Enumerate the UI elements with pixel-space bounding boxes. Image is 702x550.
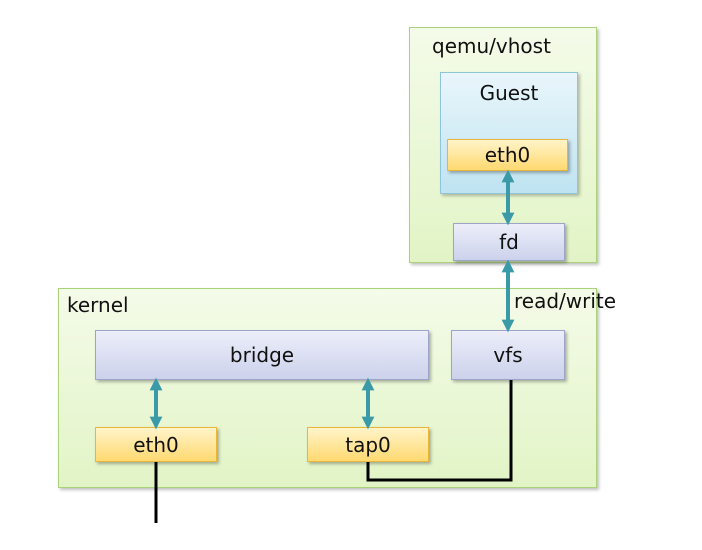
read-write-label: read/write (514, 289, 617, 313)
guest-eth0-node: eth0 (447, 139, 568, 171)
kernel-label: kernel (67, 293, 129, 317)
vfs-node: vfs (451, 330, 565, 380)
qemu-vhost-label: qemu/vhost (432, 34, 551, 58)
guest-label: Guest (479, 81, 539, 105)
eth0-node: eth0 (95, 427, 217, 462)
fd-node: fd (453, 223, 565, 261)
tap0-vfs-line (366, 380, 513, 482)
bridge-node: bridge (95, 330, 429, 380)
